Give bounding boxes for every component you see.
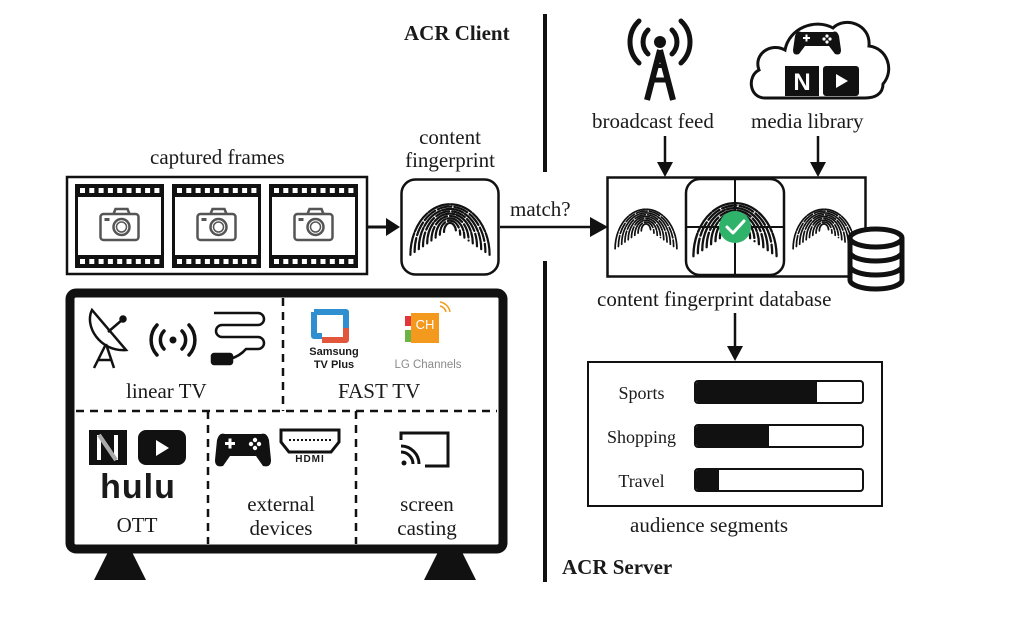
fingerprint-label-line1: content — [419, 125, 481, 149]
segment-label: Travel — [618, 471, 665, 491]
captured-frames-label: captured frames — [150, 145, 285, 169]
segment-bar-fill — [696, 382, 818, 402]
hdmi-icon — [279, 428, 341, 454]
camera-icon — [99, 207, 140, 242]
external-devices-label-1: external — [247, 492, 315, 516]
external-devices-label-2: devices — [249, 516, 313, 540]
fingerprint-icon — [409, 203, 491, 256]
lg-channels-logo — [405, 301, 451, 343]
match-check-icon — [719, 211, 751, 243]
audience-segments-label: audience segments — [630, 513, 789, 537]
fingerprint-label-line2: fingerprint — [405, 148, 495, 172]
segment-bar — [694, 380, 864, 404]
camera-icon — [196, 207, 237, 242]
film-frame — [75, 184, 164, 268]
gamepad-icon — [793, 31, 841, 55]
database-icon — [847, 226, 905, 292]
tv-frame — [65, 288, 508, 580]
broadcast-signal-icon — [149, 323, 197, 357]
segment-label: Sports — [618, 383, 665, 403]
film-frame — [269, 184, 358, 268]
ott-label: OTT — [116, 513, 158, 537]
svg-text:N: N — [793, 69, 810, 96]
captured-frames-strip — [65, 175, 400, 276]
segment-bar-fill — [696, 470, 720, 490]
samsung-line1: Samsung — [309, 346, 359, 358]
linear-tv-label: linear TV — [126, 379, 207, 403]
tv-section-dividers — [76, 298, 497, 544]
client-fingerprint-box — [400, 178, 500, 276]
segment-bar — [694, 468, 864, 492]
tv-stand-left — [94, 552, 146, 580]
match-arrow — [500, 217, 608, 237]
netflix-icon: N — [785, 66, 819, 96]
screen-casting-label-2: casting — [397, 516, 457, 540]
match-label: match? — [510, 197, 571, 221]
broadcast-feed-label: broadcast feed — [592, 109, 714, 133]
cable-icon — [210, 311, 266, 366]
hulu-logo: hulu — [100, 468, 176, 506]
segment-label: Shopping — [606, 427, 676, 447]
broadcast-tower-icon — [627, 18, 693, 101]
film-frame — [172, 184, 261, 268]
acr-server-title: ACR Server — [562, 555, 673, 579]
samsung-tv-plus-logo — [311, 309, 349, 343]
media-library-label: media library — [751, 109, 864, 133]
arrow-head — [386, 218, 400, 236]
media-library-cloud-icon: N — [749, 20, 891, 100]
screen-cast-icon — [399, 431, 450, 468]
fingerprint-database — [606, 176, 905, 292]
samsung-line2: TV Plus — [313, 359, 355, 371]
fast-tv-label: FAST TV — [338, 379, 421, 403]
db-fingerprint-1 — [614, 208, 678, 250]
gamepad-icon — [215, 433, 271, 467]
screen-casting-label-1: screen — [400, 492, 454, 516]
lg-channels-text: LG Channels — [394, 359, 462, 371]
netflix-icon — [89, 430, 127, 465]
tv-stand-right — [424, 552, 476, 580]
camera-icon — [293, 207, 334, 242]
feed-arrows — [657, 136, 826, 177]
segment-bar — [694, 424, 864, 448]
lg-ch-badge: CH — [415, 317, 435, 332]
youtube-play-icon — [823, 66, 859, 96]
segment-row: Sports — [589, 380, 879, 406]
acr-client-title: ACR Client — [404, 21, 510, 45]
segment-bar-fill — [696, 426, 770, 446]
database-label: content fingerprint database — [597, 287, 832, 311]
segment-row: Shopping — [589, 424, 879, 450]
segment-row: Travel — [589, 468, 879, 494]
samsung-tv-plus-text: Samsung TV Plus — [302, 346, 366, 372]
satellite-dish-icon — [88, 307, 129, 369]
hdmi-label: HDMI — [295, 454, 325, 465]
db-to-segments-arrow — [727, 313, 743, 361]
youtube-icon — [138, 430, 186, 465]
